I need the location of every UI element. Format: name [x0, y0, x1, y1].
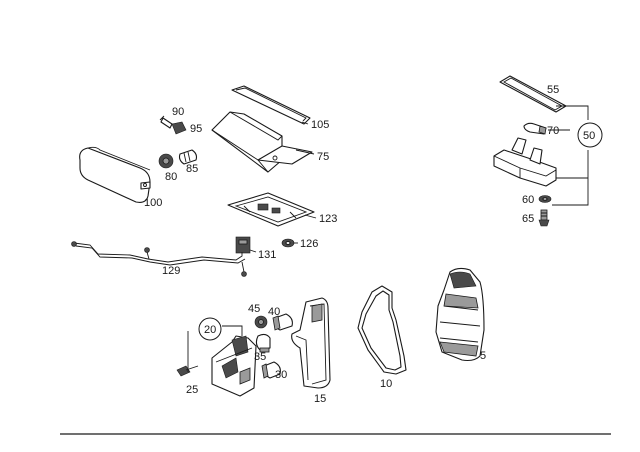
- callout-75: 75: [317, 151, 329, 163]
- part-100-lamp-housing: [79, 146, 151, 203]
- callout-55: 55: [547, 84, 559, 96]
- part-85-bulb: [178, 149, 198, 165]
- part-30-bulb: [261, 361, 281, 379]
- part-65-screw: [538, 209, 550, 227]
- part-35-bulb: [255, 333, 271, 353]
- callout-35: 35: [254, 351, 266, 363]
- callout-60: 60: [522, 194, 534, 206]
- callout-circle-20: [198, 317, 222, 341]
- part-80-bulb-holder: [158, 153, 174, 169]
- part-90-clip: [159, 115, 173, 129]
- callout-100: 100: [144, 197, 162, 209]
- callout-25: 25: [186, 384, 198, 396]
- callout-129: 129: [162, 265, 180, 277]
- part-123-carrier: [227, 192, 315, 227]
- callout-30: 30: [275, 369, 287, 381]
- callout-126: 126: [300, 238, 318, 250]
- callout-20: 20: [204, 324, 216, 336]
- callout-50: 50: [583, 130, 595, 142]
- callout-80: 80: [165, 171, 177, 183]
- part-126-grommet: [281, 238, 295, 248]
- callout-5: 5: [480, 350, 486, 362]
- callout-40: 40: [268, 306, 280, 318]
- part-129-wiring-harness: [71, 241, 247, 277]
- part-10-seal: [357, 285, 407, 375]
- part-70-bulb: [523, 122, 547, 135]
- callout-10: 10: [380, 378, 392, 390]
- leader-lines: [249, 121, 317, 253]
- part-25-screw: [176, 365, 199, 377]
- part-5-tail-lamp: [435, 267, 485, 362]
- part-15-lens: [291, 297, 331, 389]
- callout-65: 65: [522, 213, 534, 225]
- part-95-socket: [171, 121, 187, 135]
- callout-50-bracket: [548, 105, 589, 206]
- callout-20-bracket: [187, 325, 243, 372]
- callout-85: 85: [186, 163, 198, 175]
- part-131-connector: [235, 236, 251, 254]
- part-45-socket: [254, 315, 268, 329]
- callout-123: 123: [319, 213, 337, 225]
- part-75-lamp-housing: [211, 111, 313, 173]
- part-40-bulb: [272, 313, 293, 331]
- part-50-lamp-base: [493, 137, 557, 187]
- callout-131: 131: [258, 249, 276, 261]
- part-20-bulb-carrier: [211, 335, 257, 397]
- callout-45: 45: [248, 303, 260, 315]
- callout-15: 15: [314, 393, 326, 405]
- callout-70: 70: [547, 125, 559, 137]
- part-60-washer: [538, 195, 552, 203]
- callout-95: 95: [190, 123, 202, 135]
- part-105-seal: [231, 85, 311, 125]
- callout-105: 105: [311, 119, 329, 131]
- callout-circle-50: [577, 122, 603, 148]
- callout-90: 90: [172, 106, 184, 118]
